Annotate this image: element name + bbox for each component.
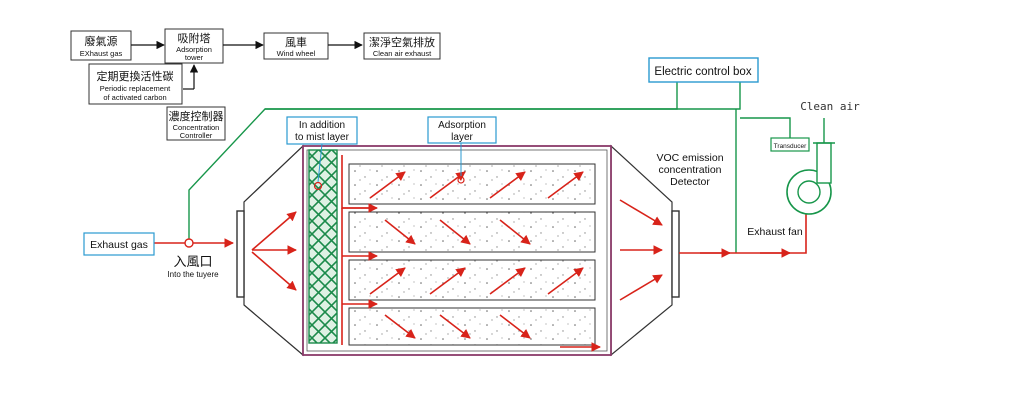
voc-detector-label-3: Detector xyxy=(670,176,710,188)
exhaust-gas-source-en: EXhaust gas xyxy=(80,49,123,58)
concentration-controller-en-2: Controller xyxy=(180,131,213,140)
concentration-controller-zh: 濃度控制器 xyxy=(169,109,224,123)
adsorption-tower-en-1: Adsorption xyxy=(176,45,212,54)
adsorption-vessel xyxy=(236,144,680,357)
clean-air-label: Clean air xyxy=(800,100,860,113)
adsorption-layer-label-2: layer xyxy=(451,132,473,143)
voc-detector-label-1: VOC emission xyxy=(656,152,723,164)
exhaust-gas-source-zh: 廢氣源 xyxy=(85,34,118,48)
inlet-sensor-icon xyxy=(184,238,194,248)
mist-layer-label-1: In addition xyxy=(299,120,345,131)
electric-control-box-label: Electric control box xyxy=(654,66,751,78)
concentration-controller-en-1: Concentration xyxy=(173,123,220,132)
clean-air-exhaust-box: 潔淨空氣排放 Clean air exhaust xyxy=(363,32,441,60)
voc-detector-label-2: concentration xyxy=(658,164,721,176)
adsorption-bed-3 xyxy=(348,259,596,301)
adsorption-layer-label-1: Adsorption xyxy=(438,120,486,131)
activated-carbon-en-1: Periodic replacement xyxy=(100,84,171,93)
exhaust-gas-source-box: 廢氣源 EXhaust gas xyxy=(70,30,132,61)
exhaust-gas-inlet-callout: Exhaust gas xyxy=(83,232,155,256)
adsorption-tower-zh: 吸附塔 xyxy=(178,31,211,45)
control-line-transducer xyxy=(740,117,791,138)
mist-layer xyxy=(308,149,338,344)
outlet-flange xyxy=(671,210,680,298)
activated-carbon-zh: 定期更換活性碳 xyxy=(97,69,174,83)
wind-wheel-en: Wind wheel xyxy=(277,49,316,58)
adsorption-bed-1 xyxy=(348,163,596,205)
mist-layer-sensor-icon xyxy=(313,181,323,191)
clean-air-exhaust-zh: 潔淨空氣排放 xyxy=(369,35,435,49)
gas-flow xyxy=(150,155,807,352)
fan-outlet-stack xyxy=(816,142,832,184)
control-line-outlet xyxy=(265,80,741,110)
fan-impeller-icon xyxy=(797,180,821,204)
adsorption-bed-2 xyxy=(348,211,596,253)
inlet-label-en: Into the tuyere xyxy=(167,270,219,279)
inlet-label-zh: 入風口 xyxy=(173,254,212,269)
wind-wheel-box: 風車 Wind wheel xyxy=(263,32,329,60)
transducer-label: Transducer xyxy=(774,143,807,150)
adsorption-layer-callout: Adsorption layer xyxy=(427,116,497,176)
exhaust-fan: Transducer Clean air xyxy=(770,98,860,215)
clean-air-exhaust-en: Clean air exhaust xyxy=(373,49,432,58)
wind-wheel-zh: 風車 xyxy=(285,35,307,49)
mist-layer-label-2: to mist layer xyxy=(295,132,350,143)
mist-layer-callout: In addition to mist layer xyxy=(286,116,358,183)
adsorption-tower-box: 吸附塔 Adsorption tower xyxy=(164,28,224,64)
electric-control-box: Electric control box xyxy=(648,57,759,83)
control-wiring xyxy=(188,80,791,253)
exhaust-fan-label: Exhaust fan xyxy=(747,226,803,238)
inlet-flange xyxy=(236,210,245,298)
process-flow: 廢氣源 EXhaust gas 吸附塔 Adsorption tower 風車 … xyxy=(70,28,441,141)
concentration-controller-box: 濃度控制器 Concentration Controller xyxy=(166,106,226,141)
adsorption-bed-4 xyxy=(348,307,596,346)
transducer-box xyxy=(770,137,810,152)
exhaust-gas-inlet-label: Exhaust gas xyxy=(90,239,148,251)
activated-carbon-box: 定期更換活性碳 Periodic replacement of activate… xyxy=(88,63,183,105)
activated-carbon-en-2: of activated carbon xyxy=(103,93,166,102)
adsorption-tower-en-2: tower xyxy=(185,53,204,62)
